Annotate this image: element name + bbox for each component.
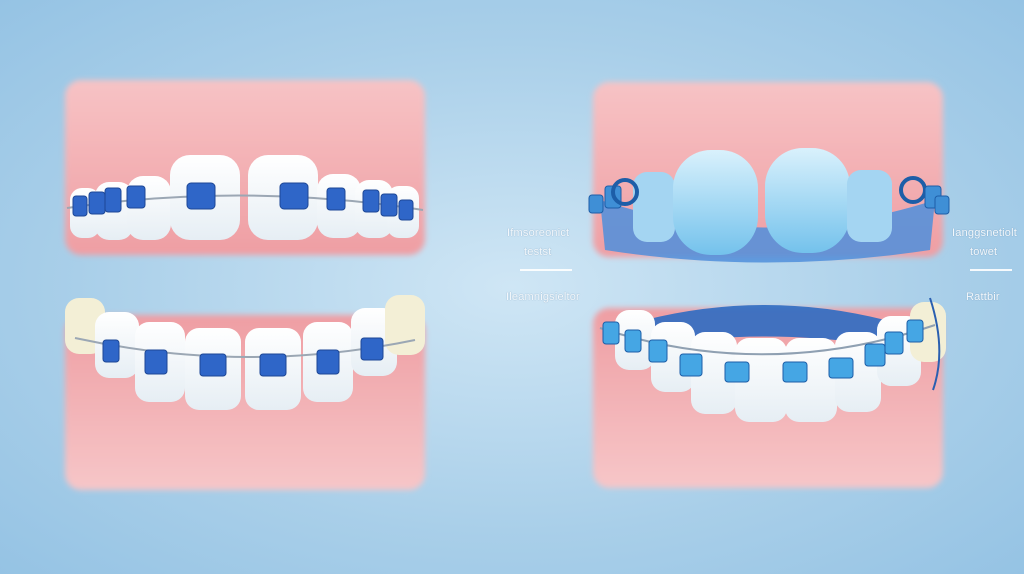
left-label-top: Ifmsoreonict (507, 227, 570, 239)
upper-brackets (72, 182, 414, 221)
aligner-teeth-illustration (585, 70, 950, 500)
upper-brackets (588, 176, 950, 215)
left-label-middle: testst (524, 246, 552, 258)
lower-brackets (102, 337, 384, 377)
right-label-middle: towet (970, 246, 998, 258)
upper-teeth (633, 148, 892, 255)
elastic-band (929, 297, 941, 391)
upper-aligner-tray (600, 200, 935, 263)
braces-teeth-illustration (55, 70, 435, 500)
lower-brackets (602, 319, 924, 383)
left-label-bottom: Ileamnigsieltor (506, 291, 580, 303)
right-label-bottom: Rattbir (966, 291, 1000, 303)
right-label-divider (970, 269, 1012, 271)
aligner-teeth-graphic (588, 82, 950, 488)
left-label-divider (520, 269, 572, 271)
braces-teeth-graphic (65, 80, 425, 490)
right-label-top: Ianggsnetiolt (952, 227, 1017, 239)
